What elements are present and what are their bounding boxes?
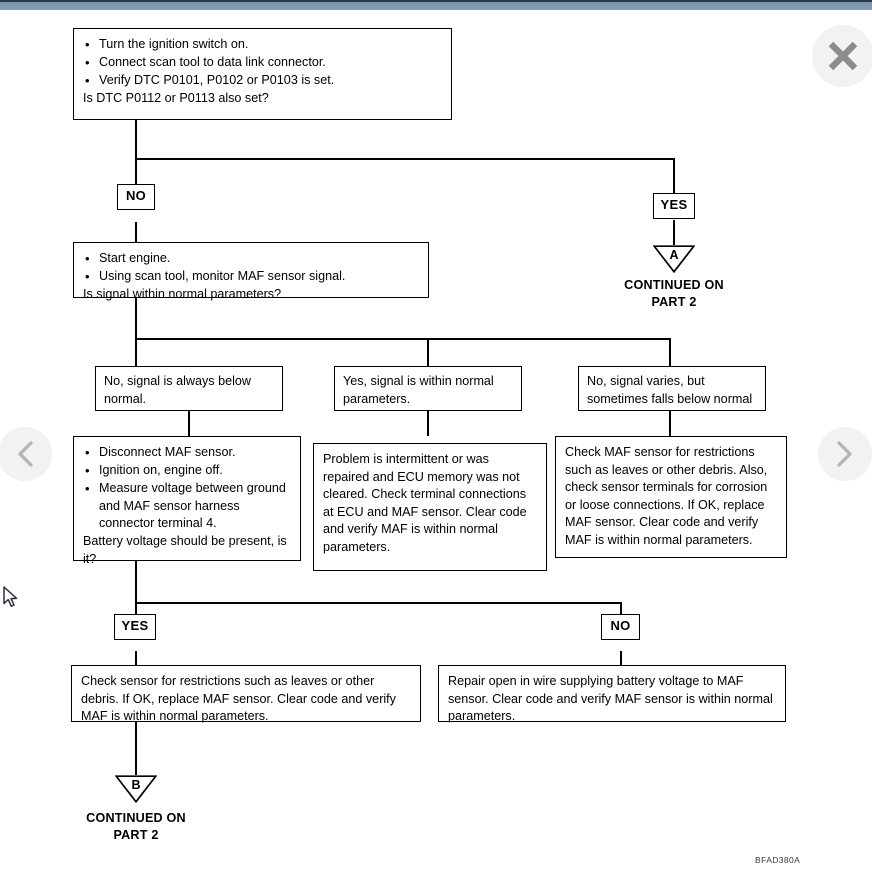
next-image-button[interactable] [818, 427, 872, 481]
connector-line [620, 651, 622, 666]
page-connector-b: B [115, 775, 157, 803]
decision-label-no-top: NO [117, 184, 155, 210]
bullet-item: Verify DTC P0101, P0102 or P0103 is set. [83, 72, 442, 90]
connector-line [669, 338, 671, 366]
close-icon [828, 41, 858, 71]
connector-line [135, 158, 675, 160]
node-action-signal-low-bullets: Disconnect MAF sensor. Ignition on, engi… [83, 444, 291, 533]
page-connector-a: A [653, 245, 695, 273]
bullet-item: Disconnect MAF sensor. [83, 444, 291, 462]
connector-line [135, 222, 137, 242]
node-step-2-bullets: Start engine. Using scan tool, monitor M… [83, 250, 419, 286]
connector-line [135, 338, 670, 340]
bullet-item: Start engine. [83, 250, 419, 268]
chevron-left-icon [18, 441, 33, 467]
decision-label-no-bottom: NO [601, 614, 640, 640]
triangle-down-icon [115, 775, 157, 803]
connector-line [135, 651, 137, 666]
connector-line [135, 297, 137, 339]
node-step-2-question: Is signal within normal parameters? [83, 287, 282, 301]
decision-label-yes-top: YES [653, 193, 695, 219]
connector-line [188, 410, 190, 436]
node-action-restrictions: Check MAF sensor for restrictions such a… [555, 436, 787, 558]
bullet-item: Using scan tool, monitor MAF sensor sign… [83, 268, 419, 286]
bullet-item: Ignition on, engine off. [83, 462, 291, 480]
bullet-item: Turn the ignition switch on. [83, 36, 442, 54]
node-step-1-bullets: Turn the ignition switch on. Connect sca… [83, 36, 442, 90]
node-action-signal-low: Disconnect MAF sensor. Ignition on, engi… [73, 436, 301, 566]
page-connector-b-label: CONTINUED ON PART 2 [46, 810, 226, 843]
connector-line [135, 602, 622, 604]
connector-line [427, 410, 429, 436]
flowchart-diagram: Turn the ignition switch on. Connect sca… [0, 10, 872, 883]
connector-line [669, 410, 671, 436]
connector-line [135, 560, 137, 604]
part-text: PART 2 [113, 827, 159, 842]
node-step-1-question: Is DTC P0112 or P0113 also set? [83, 91, 269, 105]
bullet-item: Connect scan tool to data link connector… [83, 54, 442, 72]
connector-line [135, 158, 137, 196]
node-result-signal-low: No, signal is always below normal. [95, 366, 283, 411]
node-action-check-sensor: Check sensor for restrictions such as le… [71, 665, 421, 723]
figure-id: BFAD380A [755, 855, 801, 865]
node-result-signal-normal: Yes, signal is within normal parameters. [334, 366, 522, 411]
node-step-1: Turn the ignition switch on. Connect sca… [73, 28, 452, 120]
node-action-signal-low-question: Battery voltage should be present, is it… [83, 534, 287, 566]
connector-line [673, 220, 675, 245]
page-connector-b-letter: B [131, 778, 141, 792]
node-action-intermittent: Problem is intermittent or was repaired … [313, 443, 547, 571]
window-title-bar [0, 0, 872, 10]
chevron-right-icon [837, 441, 852, 467]
connector-line [673, 158, 675, 194]
continued-on-text: CONTINUED ON [86, 811, 186, 825]
node-result-signal-varies: No, signal varies, but sometimes falls b… [578, 366, 766, 411]
decision-label-yes-bottom: YES [114, 614, 156, 640]
connector-line [427, 338, 429, 366]
node-step-2: Start engine. Using scan tool, monitor M… [73, 242, 429, 301]
connector-line [135, 338, 137, 366]
connector-line [135, 120, 137, 168]
continued-on-text: CONTINUED ON [624, 278, 724, 292]
page-connector-a-label: CONTINUED ON PART 2 [584, 277, 764, 310]
previous-image-button[interactable] [0, 427, 52, 481]
bullet-item: Measure voltage between ground and MAF s… [83, 480, 291, 533]
triangle-down-icon [653, 245, 695, 273]
connector-line [135, 722, 137, 775]
close-button[interactable] [812, 25, 872, 87]
node-action-repair-wire: Repair open in wire supplying battery vo… [438, 665, 786, 723]
part-text: PART 2 [651, 294, 697, 309]
page-connector-a-letter: A [669, 248, 679, 262]
